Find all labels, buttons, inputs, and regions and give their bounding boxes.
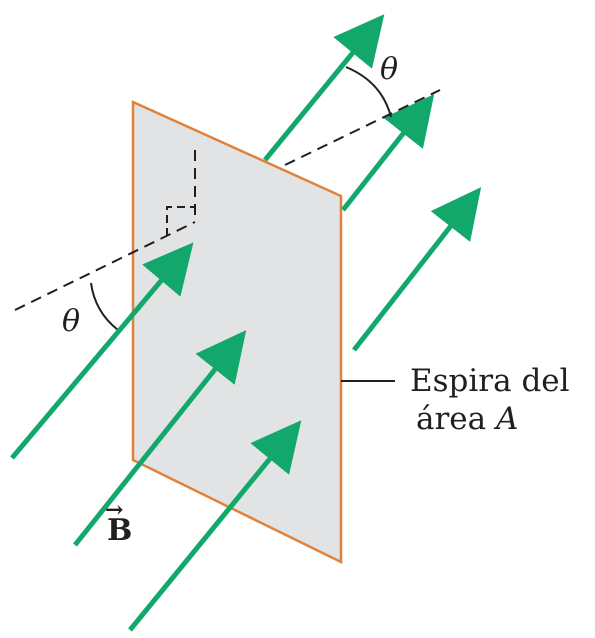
caption-area-text: área: [416, 401, 496, 437]
loop-area: [131, 100, 343, 565]
upper-angle-arc: [345, 66, 392, 118]
field-vector-label: → B: [103, 497, 143, 557]
field-line-arrow: [341, 94, 435, 212]
lower-dashed-line: [14, 221, 196, 311]
upper-dashed-line: [284, 89, 441, 166]
field-line-arrow: [128, 420, 302, 632]
field-vector-symbol: B: [107, 513, 133, 548]
field-lines-back: [263, 14, 482, 352]
field-vector-arrow: →: [105, 497, 124, 523]
lower-angle-label: θ: [62, 304, 81, 339]
field-lines-front: [10, 242, 302, 632]
caption-line-1: Espira del: [410, 363, 570, 399]
loop-caption: Espira del área A: [410, 362, 570, 438]
field-line-arrow: [263, 14, 385, 162]
upper-angle-label: θ: [380, 52, 399, 87]
lower-angle-arc: [90, 282, 119, 331]
caption-area-variable: A: [495, 401, 519, 437]
field-line-arrow: [73, 330, 247, 547]
field-line-arrow: [10, 242, 194, 460]
caption-line-2: área A: [410, 400, 570, 438]
field-line-arrow: [352, 187, 482, 352]
right-angle-marker: [166, 206, 195, 236]
dashed-lines: [14, 89, 441, 311]
